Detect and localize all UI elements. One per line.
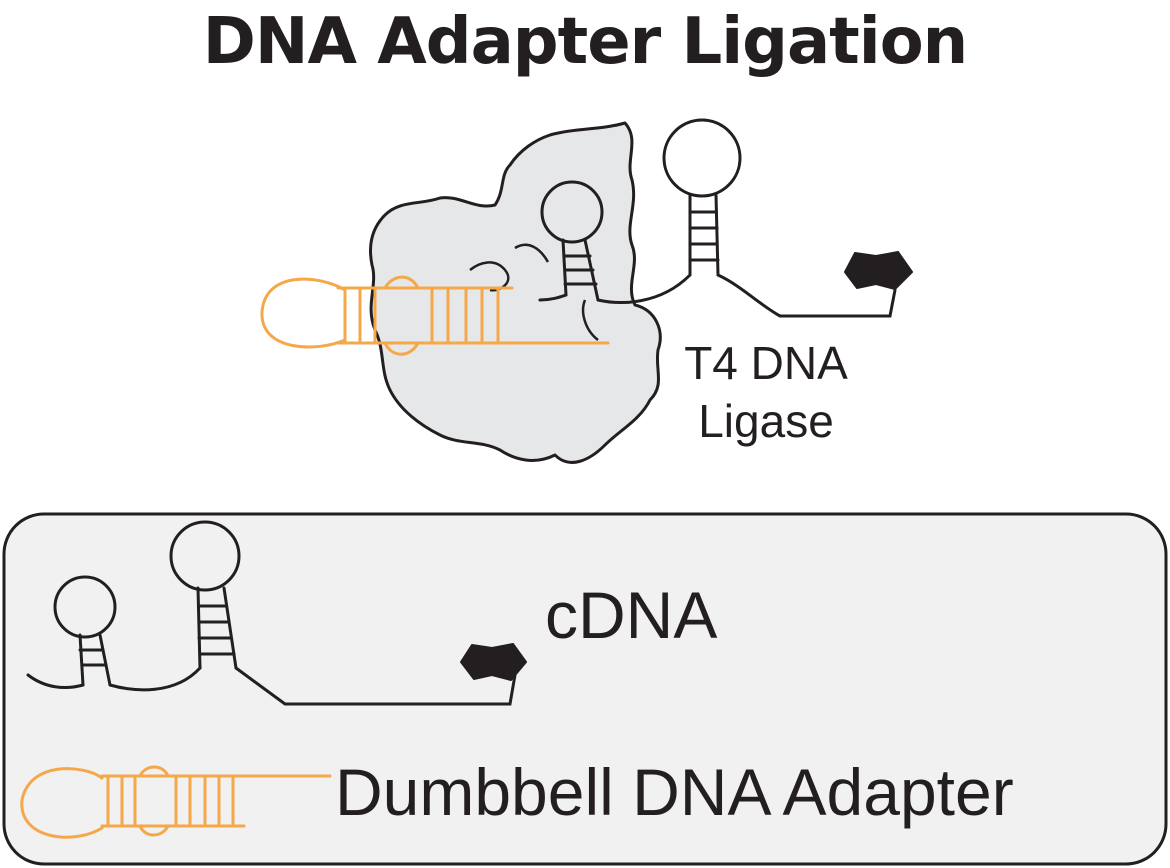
cdna-hairpin-loop-large [662,118,742,198]
cdna-hairpin-loop-small [540,180,604,244]
enzyme-label-line1: T4 DNA [684,337,848,389]
t4-ligase-shape [369,121,662,464]
cdna-end-cap [844,251,913,290]
legend-cdna-end-cap [460,643,527,681]
adapter-loop [260,277,347,349]
cdna-bound [538,118,897,318]
enzyme-label: T4 DNA Ligase [666,334,866,450]
enzyme-label-line2: Ligase [698,395,834,447]
legend-adapter-label: Dumbbell DNA Adapter [335,755,1014,829]
adapter-bound [260,275,610,356]
legend-cdna-label: cDNA [545,578,718,652]
legend-cdna-icon [26,520,517,706]
legend-adapter-icon [20,765,332,839]
diagram-title: DNA Adapter Ligation [202,5,968,79]
